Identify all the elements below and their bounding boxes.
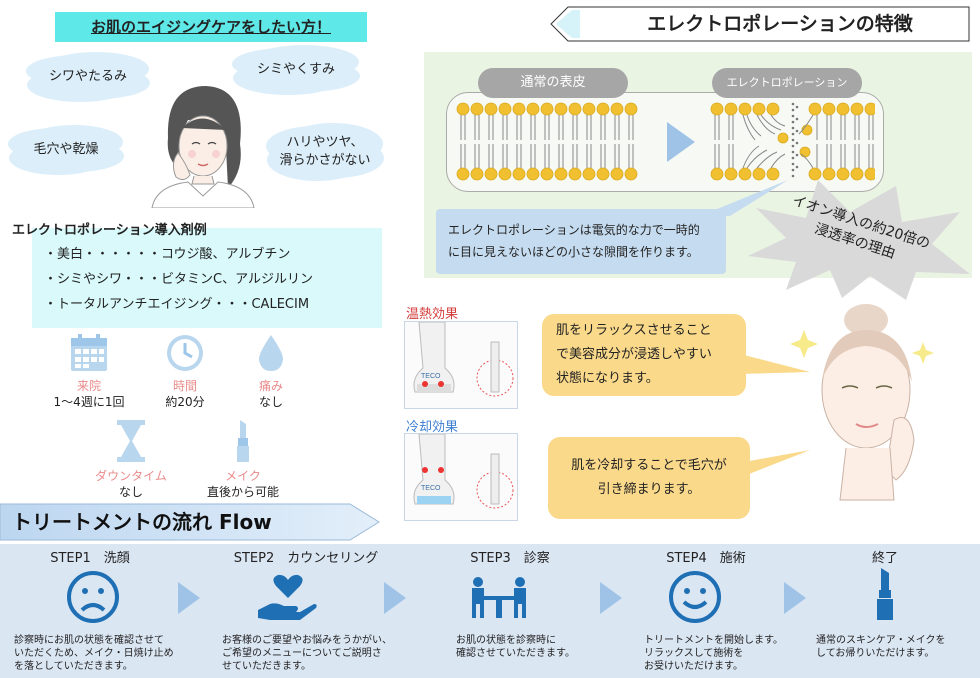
info-label: ダウンタイム [95,469,167,483]
concern-cloud-wrinkles: シワやたるみ [32,57,144,97]
concern-label: 滑らかさがない [279,153,371,168]
step-title: STEP4 施術 [666,551,746,566]
info-time: 時間 約20分 [150,332,220,410]
step-description: お肌の状態を診察時に 確認させていただきます。 [456,634,616,660]
info-label: 痛み [258,379,283,393]
hourglass-icon [117,420,145,462]
cases-title: エレクトロポレーション導入剤例 [12,223,207,238]
electroporation-label: エレクトロポレーション [712,68,862,98]
bubble-pointer-warm [740,354,810,374]
case-item: ・美白・・・・・・コウジ酸、アルブチン [44,247,291,262]
sad-face-icon [67,571,119,623]
step-desc-line: お客様のご要望やお悩みをうかがい、 [222,635,392,646]
info-downtime: ダウンタイム なし [86,418,176,500]
bubble-pointer-cool [744,450,810,476]
drop-icon [258,335,284,371]
case-item: ・シミやシワ・・・ビタミンC、アルジルリン [44,272,313,287]
feature-title: エレクトロポレーションの特徴 [647,13,913,35]
step-desc-line: 確認させていただきます。 [456,648,575,659]
concern-label: シワやたるみ [48,68,127,84]
cool-effect-bubble: 肌を冷却することで毛穴が 引き締まります。 [548,437,750,519]
device-warm-illustration: TECO [413,321,514,397]
step-desc-line: 診察時にお肌の状態を確認させて [14,635,164,646]
concern-label: 毛穴や乾燥 [33,141,99,157]
step-desc-line: トリートメントを開始します。 [644,635,783,646]
concern-label: ハリやツヤ、 [286,134,364,150]
info-pain: 痛み なし [236,332,306,410]
concern-label: シミやくすみ [256,61,335,77]
step-desc-line: お肌の状態を診察時に [456,635,556,646]
flow-banner-shape [0,503,380,541]
normal-skin-label: 通常の表皮 [478,68,628,98]
smiling-woman-illustration [790,304,934,501]
step-description: 診察時にお肌の状態を確認させて いただくため、メイク・日焼け止め を落としていた… [14,634,194,673]
bubble-line: 肌をリラックスさせること [556,323,712,338]
info-label: 時間 [172,379,197,393]
flow-title: トリートメントの流れ Flow [12,510,272,534]
explain-line: に目に見えないほどの小さな隙間を作ります。 [448,245,699,259]
step-desc-line: ご希望のメニューについてご説明さ [222,648,382,659]
calendar-icon [71,334,107,371]
step-desc-line: リラックスして施術を [644,648,744,659]
cases-box: ・美白・・・・・・コウジ酸、アルブチン ・シミやシワ・・・ビタミンC、アルジルリ… [32,228,382,328]
concern-cloud-pores: 毛穴や乾燥 [14,130,118,170]
feature-banner-shape [550,6,970,42]
starburst-shape [748,180,970,300]
step-description: お客様のご要望やお悩みをうかがい、 ご希望のメニューについてご説明さ せていただ… [222,634,408,673]
lipstick-icon [877,568,893,620]
info-label: メイク [225,469,261,483]
lipstick-icon [237,420,249,462]
step-arrow [384,582,406,614]
cool-effect-label: 冷却効果 [406,420,459,435]
step-desc-line: いただくため、メイク・日焼け止め [14,648,174,659]
step-desc-line: してお帰りいただけます。 [816,648,935,659]
info-makeup: メイク 直後から可能 [198,418,288,500]
info-visit: 来院 1～4週に1回 [46,332,132,410]
device-cool-illustration: TECO [413,433,514,509]
step-desc-line: せていただきます。 [222,661,311,672]
cool-device-image: TECO [404,433,518,521]
step-title: STEP3 診察 [470,551,550,566]
warm-effect-bubble: 肌をリラックスさせること で美容成分が浸透しやすい 状態になります。 [542,314,746,396]
bubble-line: で美容成分が浸透しやすい [556,347,712,362]
warm-effect-label: 温熱効果 [406,307,459,322]
bubble-line: 肌を冷却することで毛穴が [571,458,727,473]
step-desc-line: お受けいただけます。 [644,661,743,672]
membrane-illustration [456,102,875,181]
callout-pointer [700,180,788,216]
concern-cloud-spots: シミやくすみ [238,50,354,90]
flow-background [0,544,980,678]
explanation-box: エレクトロポレーションは電気的な力で一時的 に目に見えないほどの小さな隙間を作り… [436,209,726,274]
info-value: なし [118,485,143,499]
info-value: なし [258,395,283,409]
device-brand: TECO [421,373,441,380]
case-item: ・トータルアンチエイジング・・・CALECIM [44,297,310,312]
step-title: STEP1 洗顔 [50,551,130,566]
step-title: STEP2 カウンセリング [233,551,379,566]
bubble-line: 状態になります。 [556,371,659,386]
info-value: 直後から可能 [206,485,279,499]
step-arrow [600,582,622,614]
step-description: トリートメントを開始します。 リラックスして施術を お受けいただけます。 [644,634,804,673]
warm-device-image: TECO [404,321,518,409]
info-value: 1～4週に1回 [53,395,125,409]
explain-line: エレクトロポレーションは電気的な力で一時的 [448,223,700,237]
info-value: 約20分 [165,395,205,409]
concern-cloud-firmness: ハリやツヤ、 滑らかさがない [272,128,378,176]
consultation-icon [472,577,526,618]
info-label: 来院 [76,379,101,393]
step-arrow [178,582,200,614]
step-arrow [784,582,806,614]
clock-icon [167,335,203,371]
step-desc-line: 通常のスキンケア・メイクを [816,635,946,646]
worried-woman-illustration [151,86,255,208]
step-description: 通常のスキンケア・メイクを してお帰りいただけます。 [816,634,976,660]
step-desc-line: を落としていただきます。 [14,661,133,672]
device-brand: TECO [421,485,441,492]
bubble-line: 引き締まります。 [597,482,701,497]
aging-care-title: お肌のエイジングケアをしたい方！ [55,12,367,42]
heart-hand-icon [258,574,317,620]
smile-face-icon [669,571,721,623]
step-title: 終了 [871,551,898,566]
